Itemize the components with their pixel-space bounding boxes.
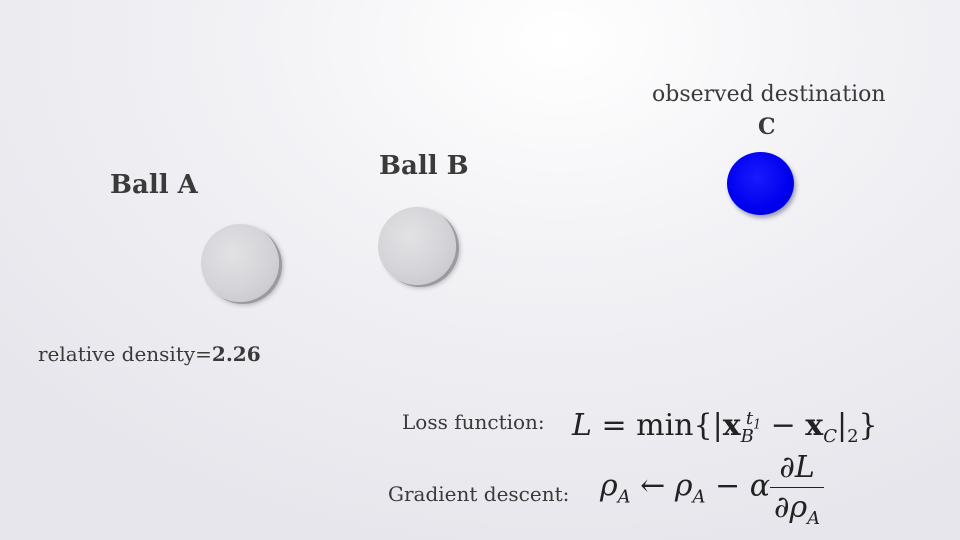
ball-b xyxy=(378,207,456,285)
gradient-equation: ρA ← ρA − α∂L∂ρA xyxy=(600,450,825,528)
gradient-label: Gradient descent: xyxy=(388,482,570,506)
density-readout: relative density=2.26 xyxy=(38,342,261,366)
density-value: 2.26 xyxy=(211,342,261,366)
gradient-fraction: ∂L∂ρA xyxy=(769,450,825,528)
ball-a-label: Ball A xyxy=(110,170,198,200)
ball-b-label: Ball B xyxy=(379,151,469,181)
loss-label: Loss function: xyxy=(402,410,545,434)
loss-equation: L = min{|xBt1 − xC|2} xyxy=(572,408,878,447)
ball-a xyxy=(201,224,279,302)
density-prefix: relative density= xyxy=(38,342,212,366)
target-ball-c xyxy=(727,152,794,215)
target-caption: observed destination xyxy=(652,82,886,107)
target-label: C xyxy=(758,114,776,140)
